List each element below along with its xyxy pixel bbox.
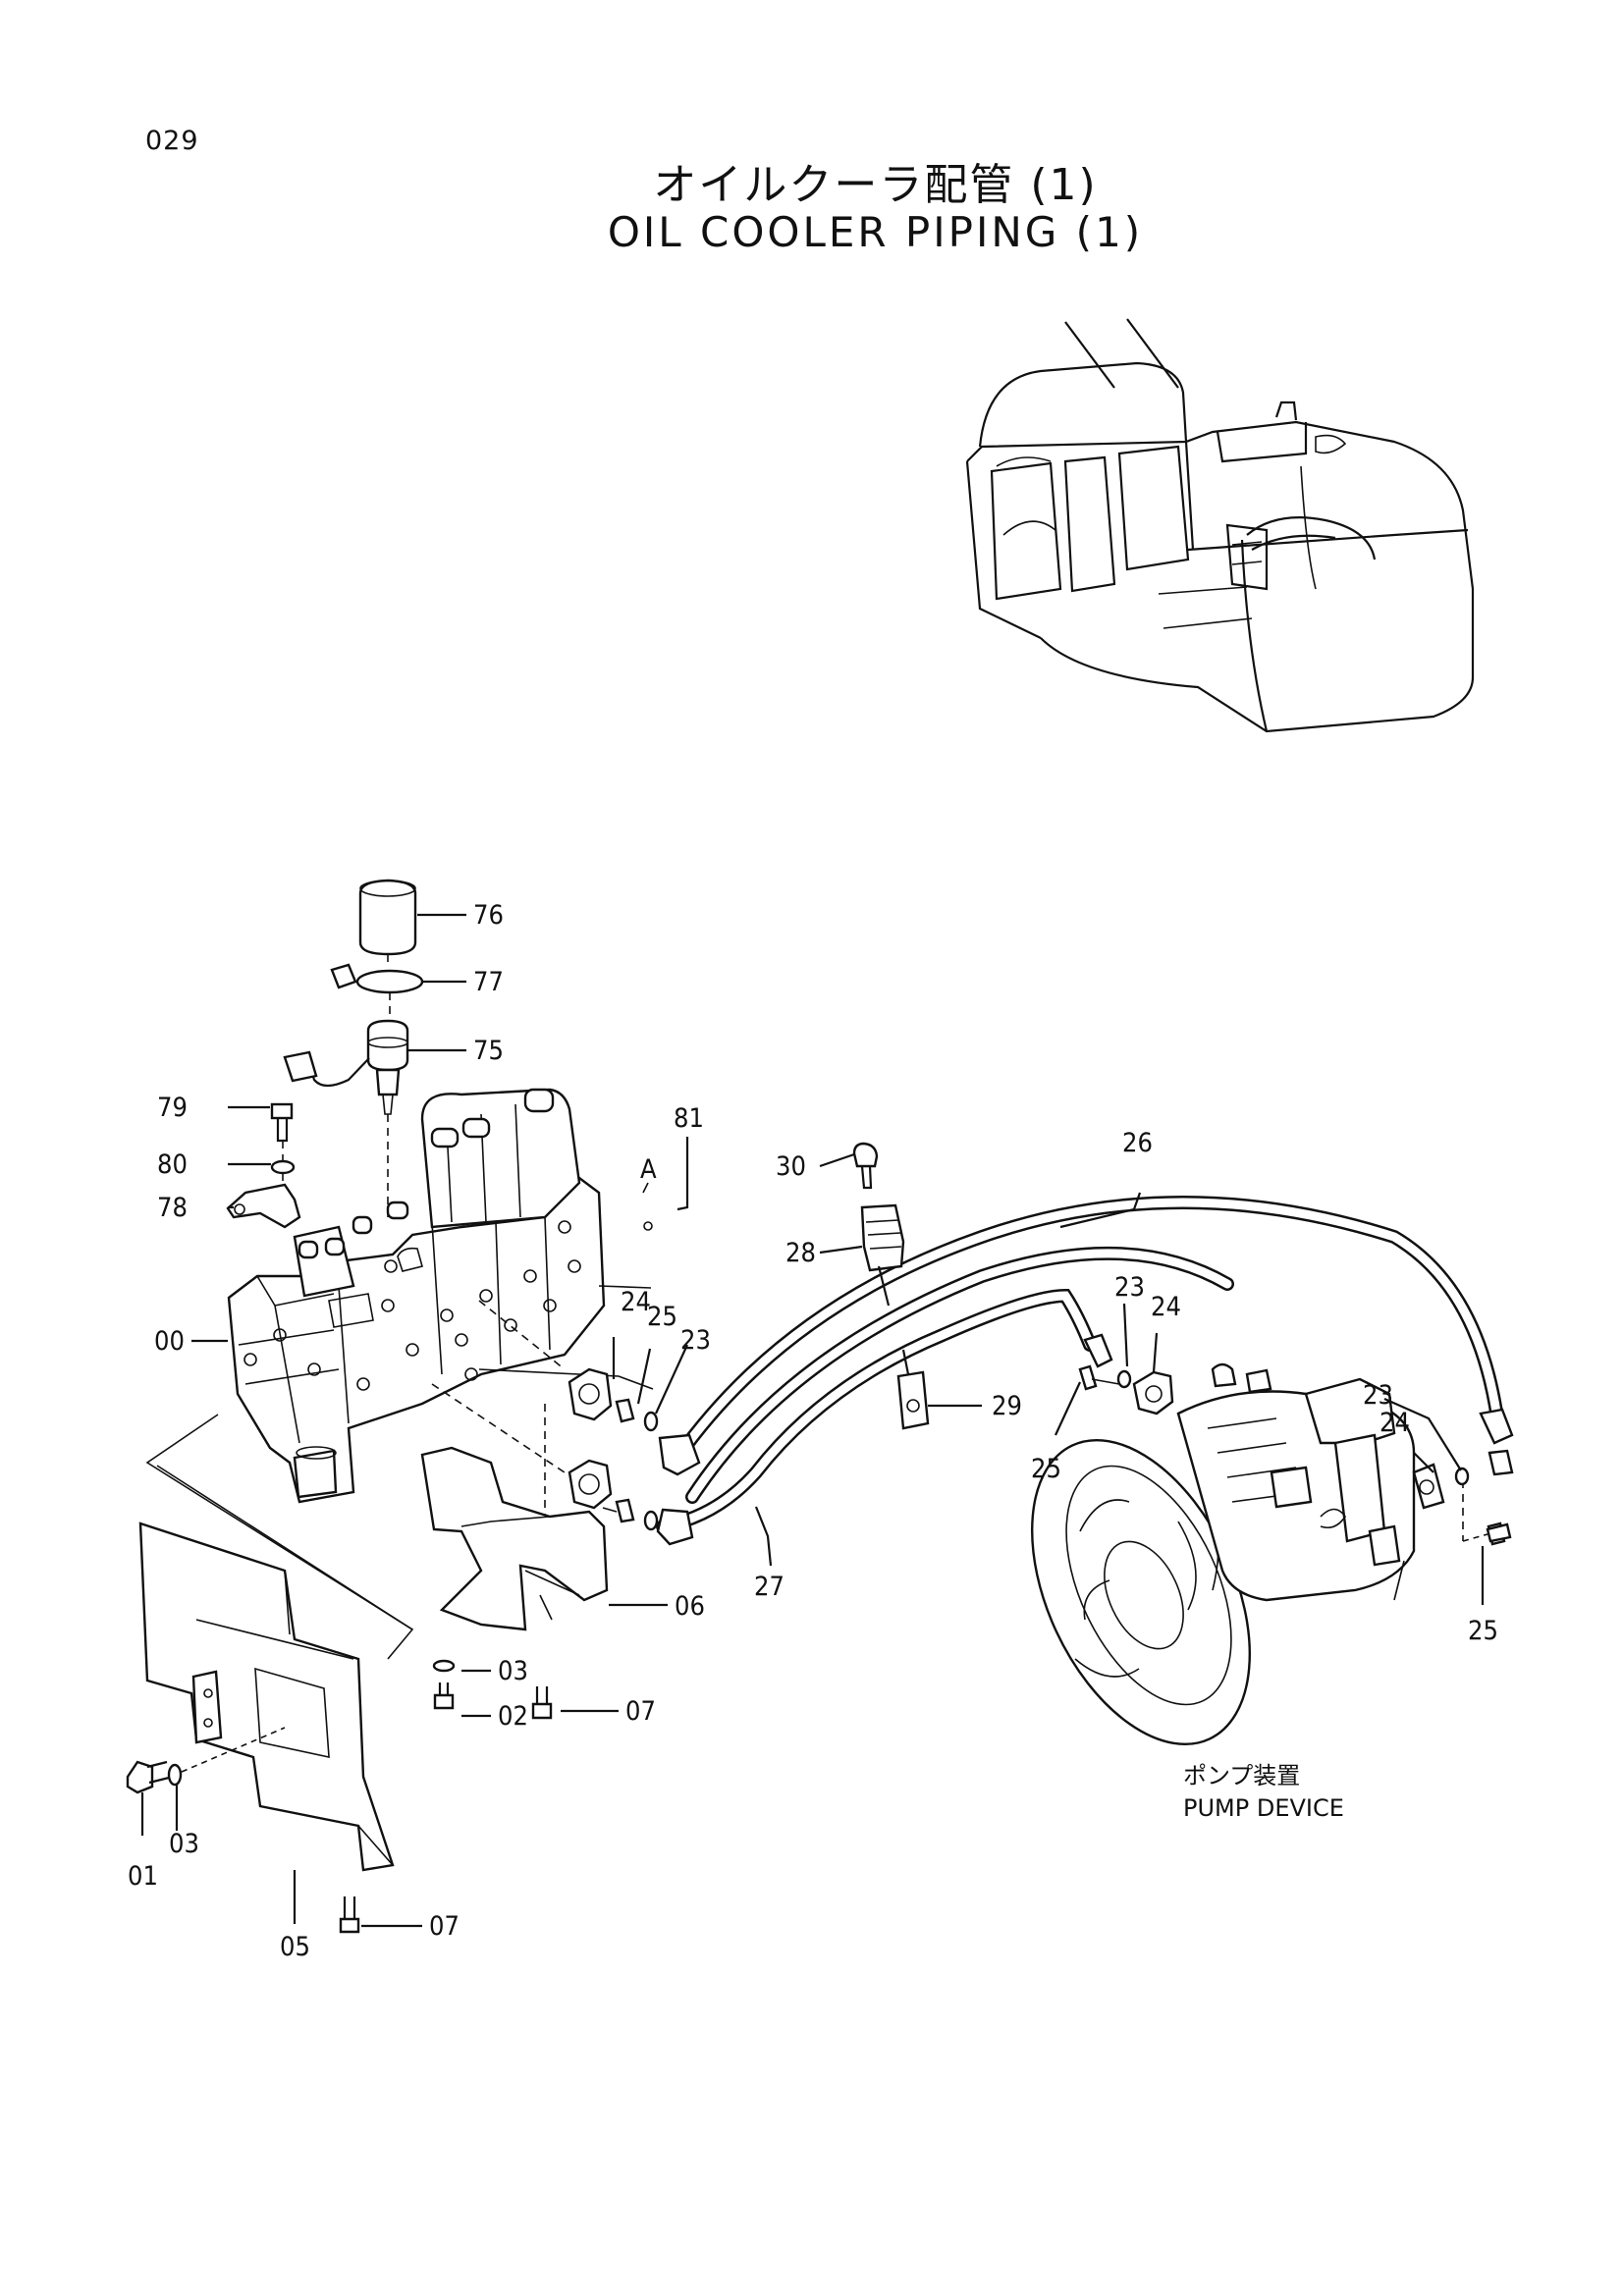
callout-00: 00 bbox=[154, 1326, 185, 1357]
control-valve bbox=[227, 1088, 606, 1504]
callout-03-upper: 03 bbox=[498, 1656, 528, 1686]
callout-a: A bbox=[640, 1154, 657, 1185]
callout-07-upper: 07 bbox=[625, 1696, 656, 1727]
callout-24-valve: 24 bbox=[621, 1287, 651, 1317]
callout-01: 01 bbox=[128, 1861, 158, 1892]
pump-device bbox=[1031, 1362, 1445, 1746]
title-english: OIL COOLER PIPING (1) bbox=[607, 208, 1144, 256]
callout-30: 30 bbox=[776, 1151, 806, 1182]
pressure-switch-assembly bbox=[226, 879, 424, 1229]
callout-29: 29 bbox=[992, 1391, 1022, 1421]
callout-27: 27 bbox=[754, 1572, 784, 1602]
callout-76: 76 bbox=[473, 900, 504, 931]
callout-23-pump: 23 bbox=[1114, 1272, 1145, 1303]
callout-23-pump-right: 23 bbox=[1363, 1380, 1393, 1411]
callout-06: 06 bbox=[675, 1591, 705, 1622]
small-fasteners bbox=[126, 1522, 1512, 1934]
leader-lines bbox=[145, 954, 654, 1660]
callout-02: 02 bbox=[498, 1701, 528, 1732]
callout-25-pump-right: 25 bbox=[1468, 1616, 1498, 1646]
callout-leaders bbox=[140, 913, 1485, 1928]
pump-device-label-jp: ポンプ装置 bbox=[1183, 1762, 1301, 1789]
callout-28: 28 bbox=[785, 1238, 816, 1268]
oil-cooler-hoses bbox=[656, 1196, 1514, 1546]
callout-25-pump: 25 bbox=[1031, 1454, 1061, 1484]
callout-25-valve: 25 bbox=[647, 1302, 677, 1332]
callout-24-pump: 24 bbox=[1151, 1292, 1181, 1322]
title-japanese: オイルクーラ配管 (1) bbox=[653, 160, 1098, 210]
callout-78: 78 bbox=[157, 1193, 188, 1223]
callout-23-valve: 23 bbox=[680, 1325, 711, 1356]
hose-clamps bbox=[852, 1142, 930, 1430]
mounting-brackets bbox=[138, 1446, 609, 1872]
callout-80: 80 bbox=[157, 1149, 188, 1180]
callout-75: 75 bbox=[473, 1036, 504, 1066]
pump-device-caption: ポンプ装置 PUMP DEVICE bbox=[1183, 1760, 1344, 1825]
callout-77: 77 bbox=[473, 967, 504, 997]
callout-labels: 76 77 75 79 80 78 81 A 00 24 25 23 30 28… bbox=[128, 900, 1498, 1962]
page-number: 029 bbox=[145, 126, 199, 156]
callout-05: 05 bbox=[280, 1932, 310, 1962]
callout-07-lower: 07 bbox=[429, 1911, 460, 1942]
pump-device-label-en: PUMP DEVICE bbox=[1183, 1794, 1344, 1822]
callout-03-lower: 03 bbox=[169, 1829, 199, 1859]
valve-flange-fittings bbox=[568, 1367, 659, 1531]
excavator-overview-illustration bbox=[965, 318, 1475, 733]
callout-24-pump-right: 24 bbox=[1380, 1408, 1410, 1438]
callout-81: 81 bbox=[674, 1103, 704, 1134]
callout-26: 26 bbox=[1122, 1128, 1153, 1158]
callout-79: 79 bbox=[157, 1093, 188, 1123]
